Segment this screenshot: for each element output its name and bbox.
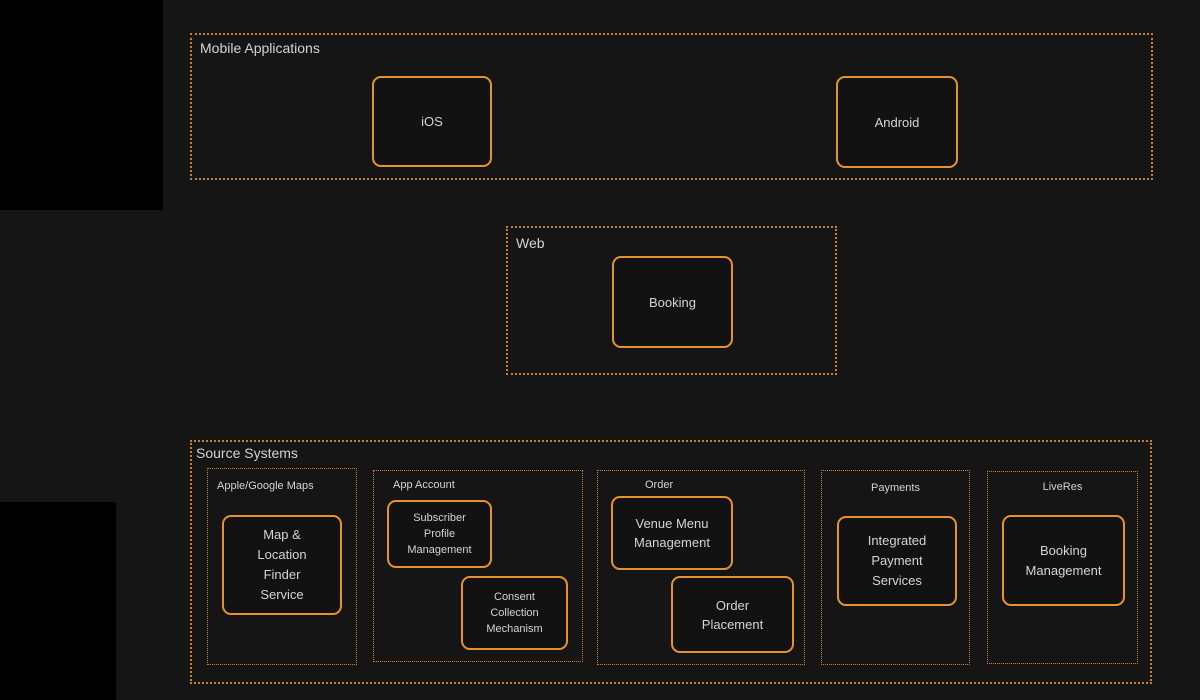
group-app-account[interactable] xyxy=(373,470,583,662)
node-android[interactable]: Android xyxy=(836,76,958,168)
group-liveres[interactable] xyxy=(987,471,1138,664)
node-order-placement-label: Order Placement xyxy=(701,597,764,632)
node-map-location-finder-service-label: Map & Location Finder Service xyxy=(257,527,307,602)
group-app-account-title: App Account xyxy=(393,479,455,491)
node-consent-collection-mechanism[interactable]: Consent Collection Mechanism xyxy=(461,576,568,650)
node-venue-menu-management[interactable]: Venue Menu Management xyxy=(611,496,733,570)
node-map-location-finder-service[interactable]: Map & Location Finder Service xyxy=(222,515,342,615)
node-booking-label: Booking xyxy=(649,294,696,310)
container-mobile-applications-title: Mobile Applications xyxy=(200,40,320,56)
node-order-placement[interactable]: Order Placement xyxy=(671,576,794,653)
group-apple-google-maps[interactable] xyxy=(207,468,357,665)
group-order[interactable] xyxy=(597,470,805,665)
node-booking-management-label: Booking Management xyxy=(1025,542,1102,578)
container-source-systems-title: Source Systems xyxy=(196,445,298,461)
group-liveres-title: LiveRes xyxy=(1042,481,1083,493)
blackout-top-left xyxy=(0,0,163,210)
node-ios[interactable]: iOS xyxy=(372,76,492,167)
node-venue-menu-management-label: Venue Menu Management xyxy=(634,516,710,550)
group-apple-google-maps-title: Apple/Google Maps xyxy=(217,480,314,492)
node-consent-collection-mechanism-label: Consent Collection Mechanism xyxy=(486,591,543,635)
node-booking[interactable]: Booking xyxy=(612,256,733,348)
node-ios-label: iOS xyxy=(421,114,443,129)
node-subscriber-profile-management[interactable]: Subscriber Profile Management xyxy=(387,500,492,568)
node-android-label: Android xyxy=(874,114,920,130)
container-source-systems[interactable] xyxy=(190,440,1152,684)
node-integrated-payment-services[interactable]: Integrated Payment Services xyxy=(837,516,957,606)
container-web[interactable] xyxy=(506,226,837,375)
blackout-bottom-left xyxy=(0,502,116,700)
container-web-title: Web xyxy=(516,235,545,251)
node-integrated-payment-services-label: Integrated Payment Services xyxy=(867,533,927,588)
container-mobile-applications[interactable] xyxy=(190,33,1153,180)
group-payments[interactable] xyxy=(821,470,970,665)
node-booking-management[interactable]: Booking Management xyxy=(1002,515,1125,606)
group-payments-title: Payments xyxy=(871,482,920,494)
group-order-title: Order xyxy=(645,479,674,491)
node-subscriber-profile-management-label: Subscriber Profile Management xyxy=(407,512,472,556)
